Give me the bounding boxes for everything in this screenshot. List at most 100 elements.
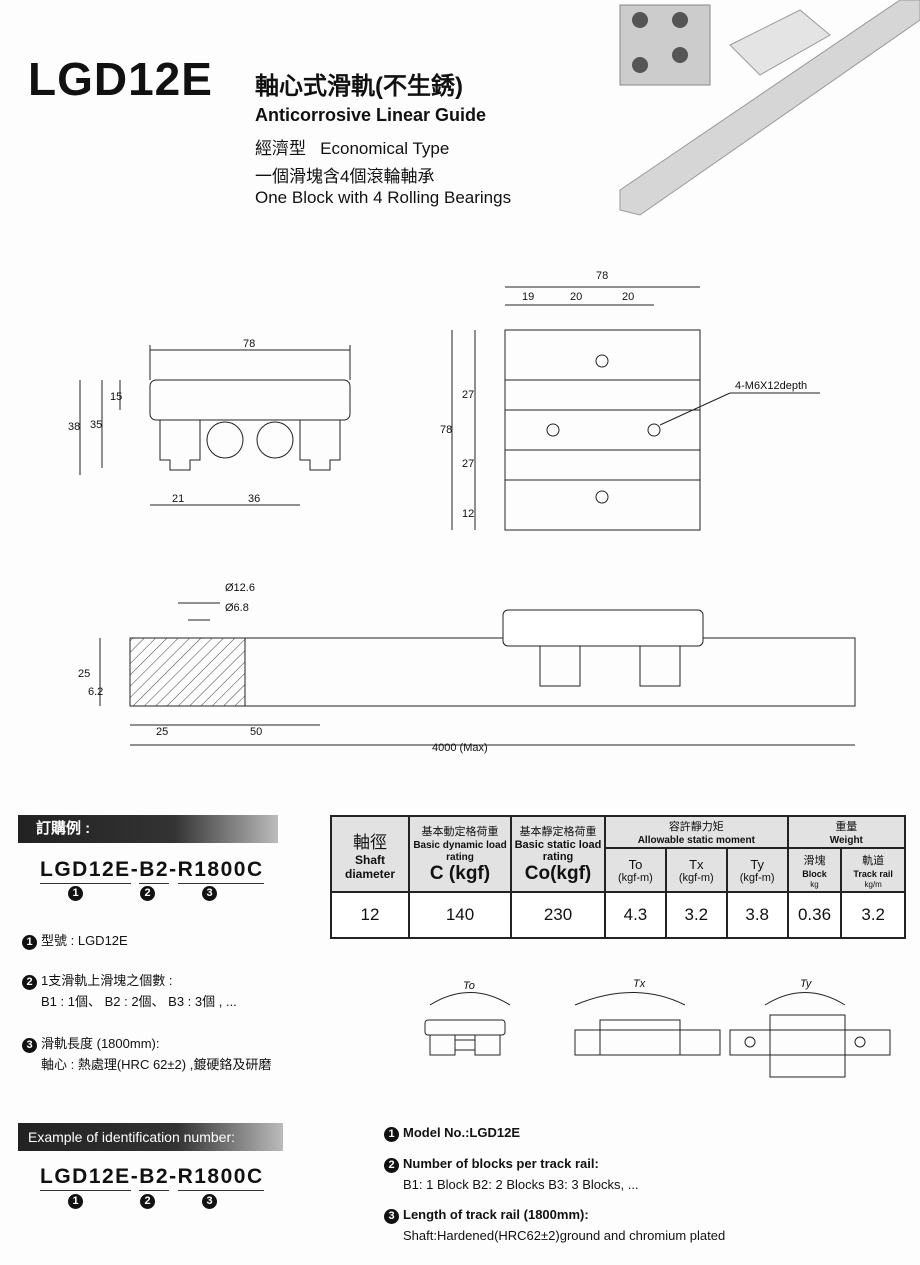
code-sep: - <box>169 1165 178 1188</box>
h-unit: (kgf-m) <box>739 871 775 884</box>
h-unit: kg <box>810 879 819 889</box>
dim-height-25: 25 <box>78 668 90 680</box>
code-part-model: LGD12E <box>40 1165 131 1191</box>
marker: 1 <box>384 1127 399 1142</box>
code-part-length: R1800C <box>177 1165 264 1191</box>
h-en: Shaft diameter <box>344 852 396 881</box>
code-part-blocks: B2 <box>139 858 170 884</box>
side-view-drawing: Ø12.6 Ø6.8 25 6.2 25 50 4000 (Max) <box>78 582 856 754</box>
h-zh: 基本靜定格荷重 <box>519 826 597 838</box>
marker: 1 <box>22 935 37 950</box>
item-text: 滑軌長度 (1800mm): <box>41 1036 160 1051</box>
h-unit: kg/m <box>864 879 882 889</box>
dim-50: 50 <box>250 726 262 738</box>
dim-21: 21 <box>172 493 184 505</box>
cell-to: 4.3 <box>604 891 667 939</box>
marker: 3 <box>22 1038 37 1053</box>
dim-19: 19 <box>522 291 534 303</box>
h-zh: 軸徑 <box>353 832 387 852</box>
dim-height-38: 38 <box>68 421 80 433</box>
cell-tx: 3.2 <box>664 891 728 939</box>
h-unit: (kgf-m) <box>678 871 714 884</box>
header-tx: Tx(kgf-m) <box>664 847 728 893</box>
dim-36: 36 <box>248 493 260 505</box>
cell-shaft: 12 <box>330 891 410 939</box>
cell-c: 140 <box>408 891 512 939</box>
code-part-model: LGD12E <box>40 858 131 884</box>
dim-width: 78 <box>596 270 608 282</box>
desc-zh: 一個滑塊含4個滾輪軸承 <box>255 167 435 186</box>
h-en: To <box>628 856 643 872</box>
code-part-length: R1800C <box>177 858 264 884</box>
dim-12: 12 <box>462 508 474 520</box>
desc-en: One Block with 4 Rolling Bearings <box>255 188 512 207</box>
order-item-2-en: 2 Number of blocks per track rail: B1: 1 B… <box>384 1153 639 1195</box>
header-ty: Ty(kgf-m) <box>725 847 789 893</box>
moment-diagrams: To Tx Ty <box>424 978 891 1078</box>
marker: 3 <box>384 1209 399 1224</box>
dim-diameter-6-8: Ø6.8 <box>225 602 249 614</box>
h-unit: Co(kgf) <box>524 863 592 884</box>
item-text: Number of blocks per track rail: <box>403 1156 599 1171</box>
code-part-blocks: B2 <box>139 1165 170 1191</box>
dim-height-35: 35 <box>90 419 102 431</box>
order-heading-en: Example of identification number: <box>18 1123 283 1151</box>
cell-ty: 3.8 <box>725 891 789 939</box>
item-sub: B1: 1 Block B2: 2 Blocks B3: 3 Blocks, .… <box>403 1177 639 1192</box>
dim-20a: 20 <box>570 291 582 303</box>
dim-27a: 27 <box>462 389 474 401</box>
dim-height-15: 15 <box>110 391 122 403</box>
dim-20b: 20 <box>622 291 634 303</box>
cell-rail: 3.2 <box>840 891 906 939</box>
h-en: Basic dynamic load rating <box>413 840 507 863</box>
item-sub: B1 : 1個、 B2 : 2個、 B3 : 3個 , ... <box>41 994 237 1009</box>
type-en: Economical Type <box>320 139 450 158</box>
dim-height: 78 <box>440 424 452 436</box>
order-item-1-zh: 1 型號 : LGD12E <box>22 930 128 951</box>
h-en: Tx <box>689 856 704 872</box>
order-item-1-en: 1 Model No.:LGD12E <box>384 1122 520 1143</box>
label-tx: Tx <box>633 978 646 990</box>
h-zh: 軌道 <box>862 854 885 867</box>
chinese-title: 軸心式滑軌(不生銹) <box>255 73 463 100</box>
table-row: 12 140 230 4.3 3.2 3.8 0.36 3.2 <box>330 891 906 939</box>
item-text: Model No.:LGD12E <box>403 1125 521 1140</box>
header-to: To(kgf-m) <box>604 847 667 893</box>
marker-2: 2 <box>140 1194 155 1209</box>
code-sep: - <box>130 858 140 881</box>
order-code-zh: LGD12E-B2-R1800C <box>40 858 264 884</box>
hole-note: 4-M6X12depth <box>735 380 807 392</box>
code-sep: - <box>169 858 178 881</box>
dim-height-6-2: 6.2 <box>88 686 103 698</box>
dim-length: 4000 (Max) <box>432 742 488 754</box>
marker: 2 <box>384 1158 399 1173</box>
marker-3: 3 <box>202 886 217 901</box>
h-en: Allowable static moment <box>637 835 755 846</box>
item-text: 型號 : LGD12E <box>41 933 128 948</box>
dim-width: 78 <box>243 338 255 350</box>
dim-diameter-12-6: Ø12.6 <box>225 582 255 594</box>
cell-block: 0.36 <box>786 891 843 939</box>
marker-1: 1 <box>68 1194 83 1209</box>
code-sep: - <box>130 1165 140 1188</box>
h-unit: C (kgf) <box>429 863 491 884</box>
marker-1: 1 <box>68 886 83 901</box>
label-ty: Ty <box>800 978 813 990</box>
type-zh: 經濟型 <box>255 139 306 158</box>
dim-25: 25 <box>156 726 168 738</box>
item-sub: Shaft:Hardened(HRC62±2)ground and chromi… <box>403 1228 726 1243</box>
order-item-3-en: 3 Length of track rail (1800mm): Shaft:Har… <box>384 1204 725 1246</box>
type-line: 經濟型 Economical Type <box>255 134 449 159</box>
marker: 2 <box>22 975 37 990</box>
h-zh: 滑塊 <box>803 854 826 867</box>
item-text: Length of track rail (1800mm): <box>403 1207 589 1222</box>
